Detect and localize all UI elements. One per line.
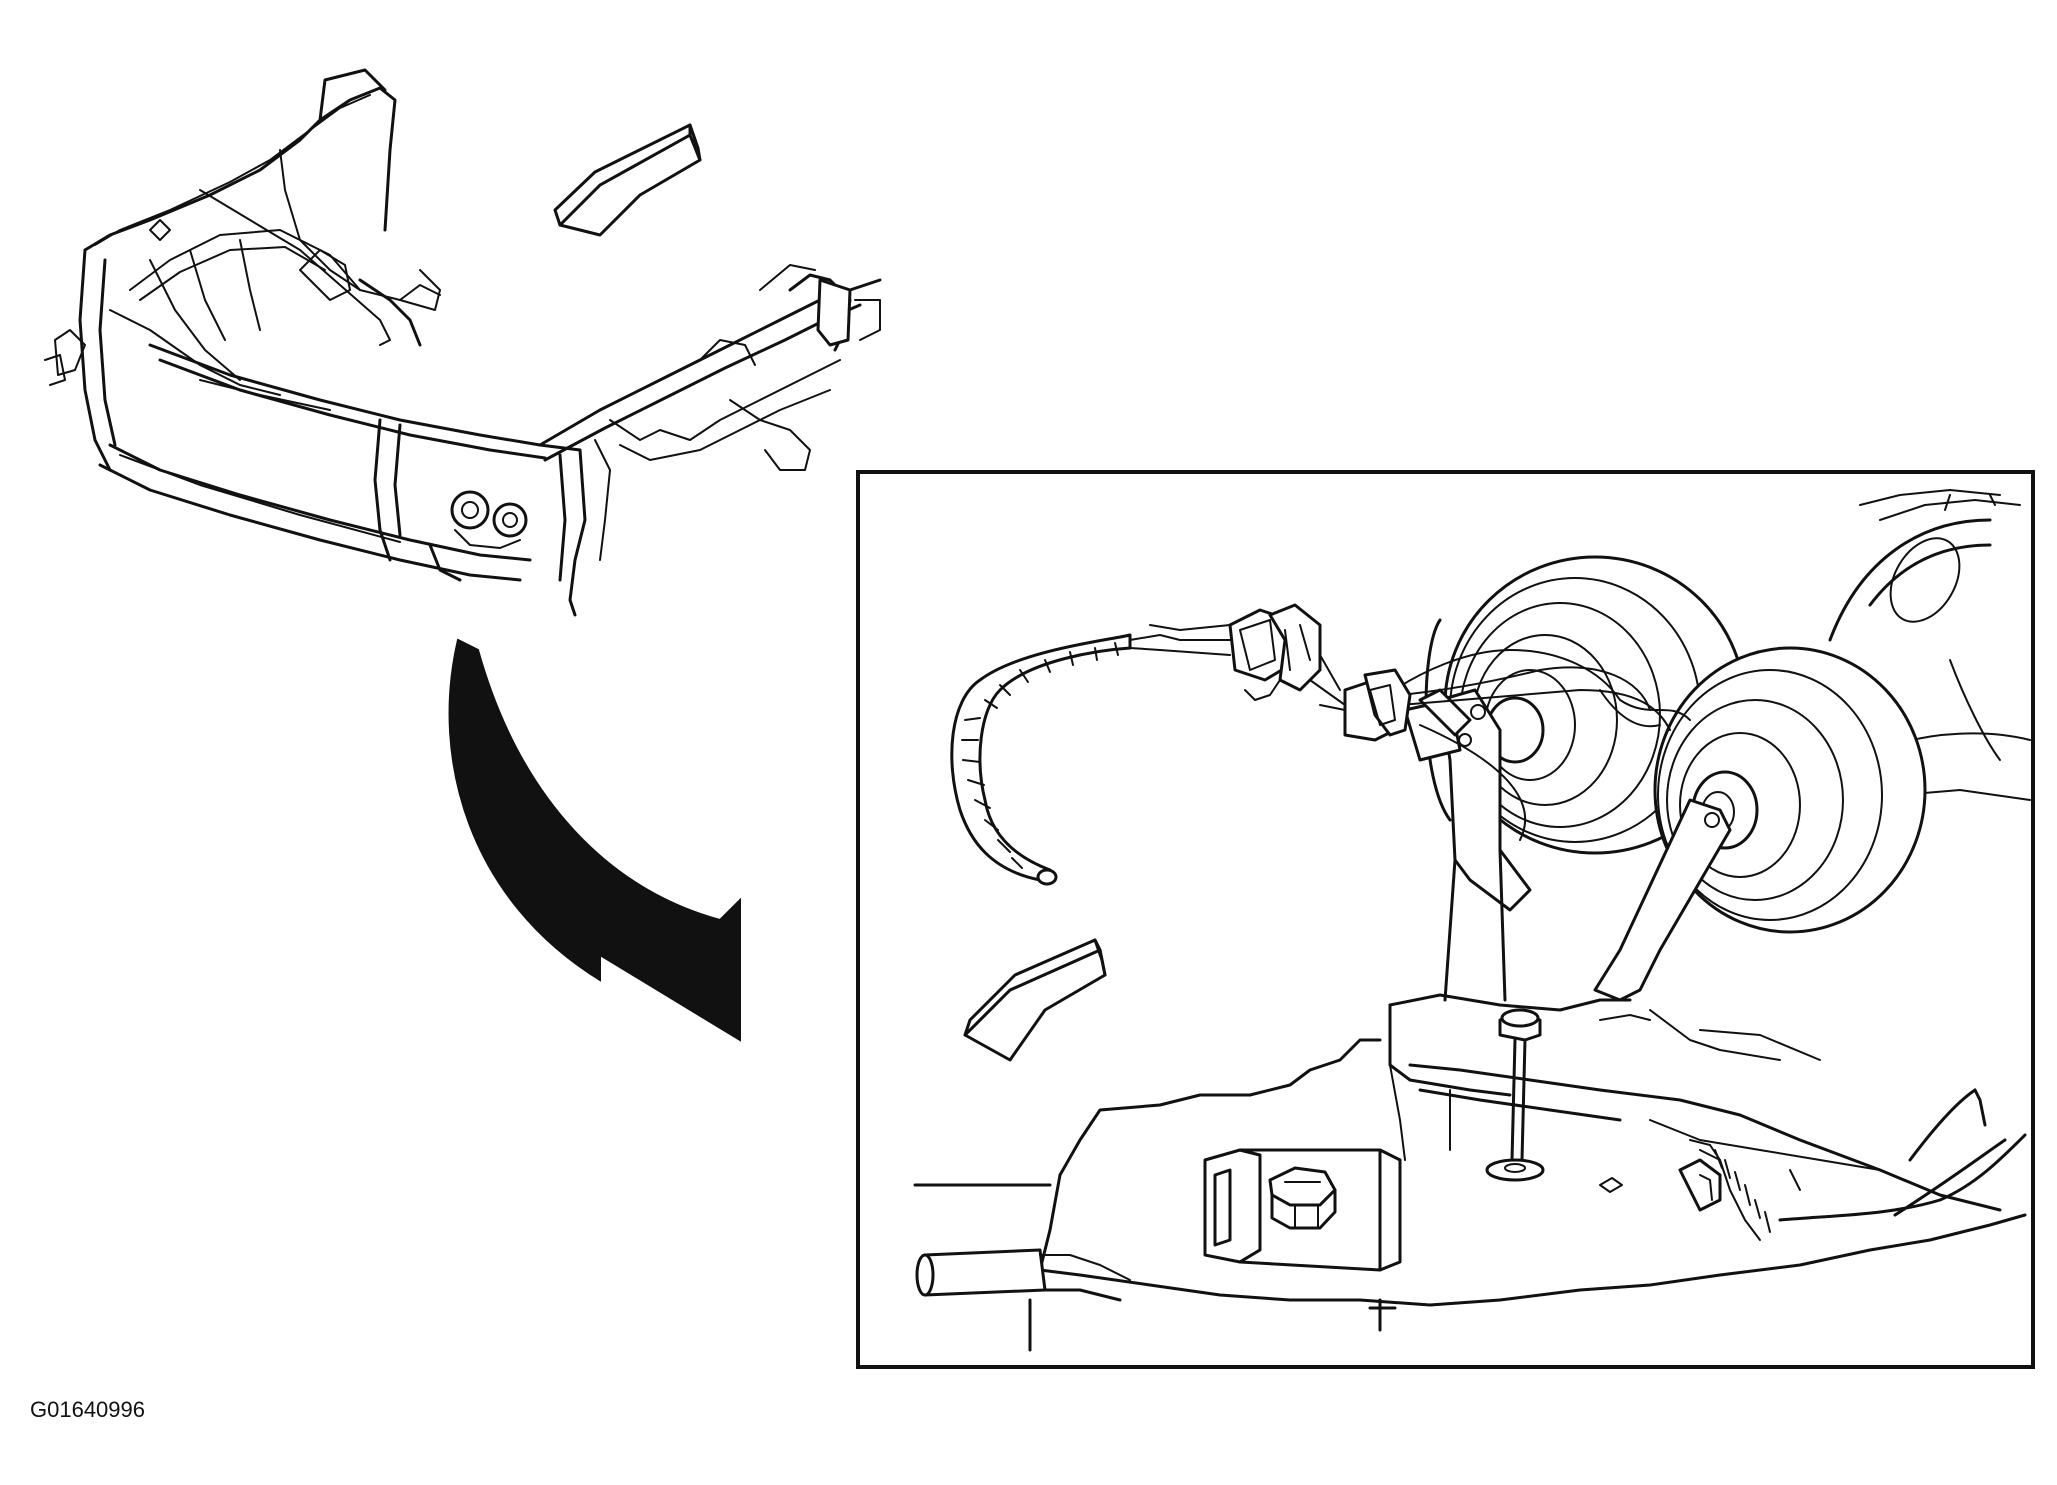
forward-direction-arrow-icon: [553, 123, 702, 237]
curved-detail-callout-arrow-icon: [448, 638, 741, 1042]
figure-code: G01640996: [30, 1397, 145, 1422]
horn-assembly-detail-view: [913, 489, 2031, 1352]
detail-view-frame: [856, 470, 2035, 1369]
front-end-frame-overview-drawing: [44, 68, 882, 617]
forward-direction-arrow-icon: [963, 938, 1107, 1062]
